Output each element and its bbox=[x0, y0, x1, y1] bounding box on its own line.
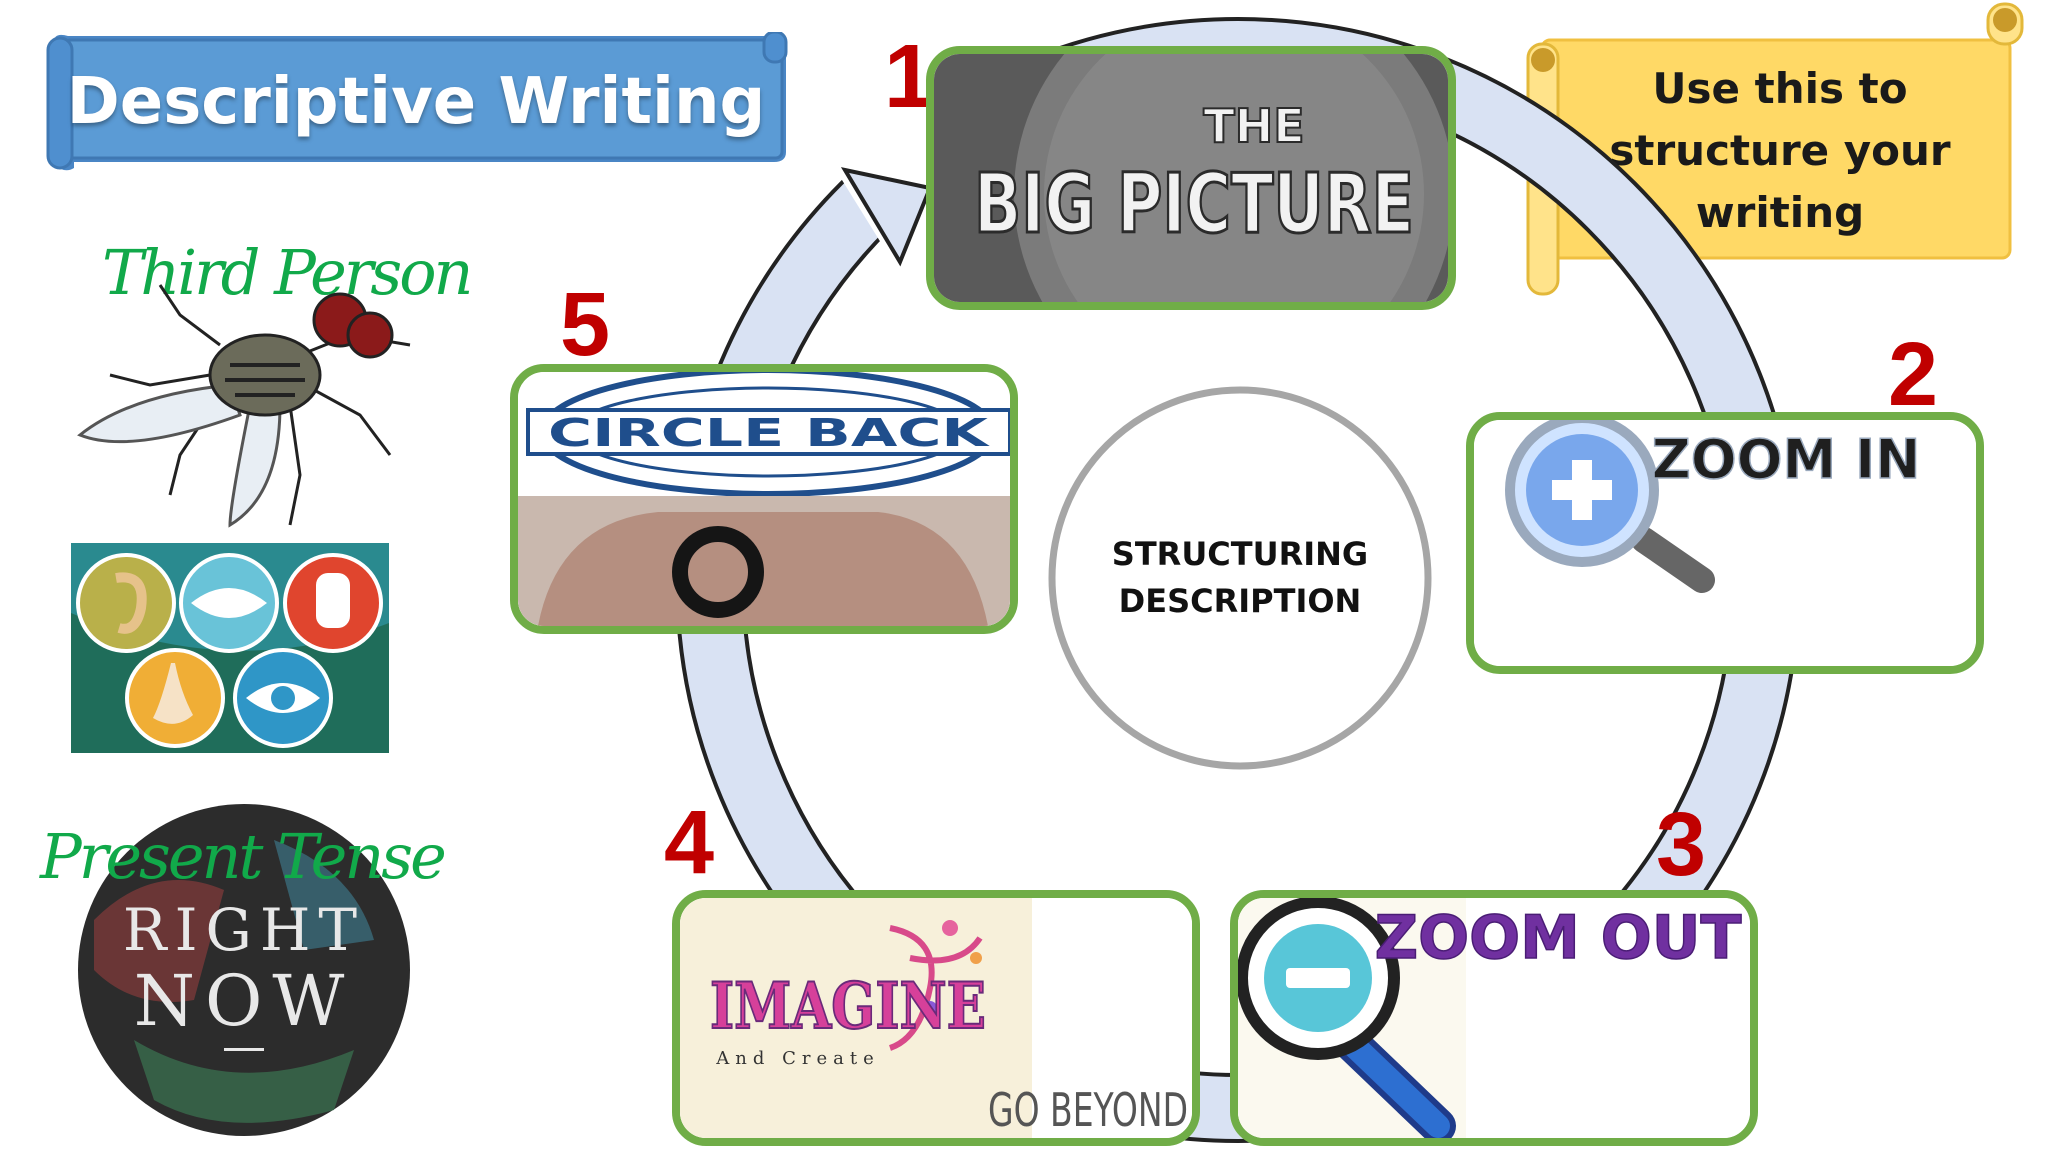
go-beyond-label: GO BEYOND bbox=[988, 1083, 1188, 1137]
present-tense-label: Present Tense bbox=[40, 820, 447, 893]
imagine-label: IMAGINE bbox=[710, 969, 986, 1044]
step-number-2: 2 bbox=[1888, 325, 1939, 425]
imagine-sub-label: And Create bbox=[715, 1048, 879, 1069]
step-number-4: 4 bbox=[664, 793, 715, 893]
note-text: Use this to structure your writing bbox=[1609, 64, 1951, 237]
step-number-1: 1 bbox=[884, 27, 935, 127]
step-card-zoom-out: ZOOM OUT bbox=[1230, 890, 1758, 1146]
circle-back-label: CIRCLE BACK bbox=[548, 411, 990, 455]
step-card-imagine: IMAGINE And Create GO BEYOND bbox=[672, 890, 1200, 1146]
right-now-line-2: NOW bbox=[134, 960, 355, 1042]
step-number-3: 3 bbox=[1656, 795, 1707, 895]
center-label: STRUCTURING DESCRIPTION bbox=[1111, 535, 1369, 620]
big-picture-word-2: BIG PICTURE bbox=[974, 157, 1414, 252]
zoom-out-label: ZOOM OUT bbox=[1375, 903, 1742, 973]
circle-back-image: CIRCLE BACK bbox=[518, 372, 1010, 626]
page-title: Descriptive Writing bbox=[66, 65, 766, 139]
step-card-zoom-in: ZOOM IN bbox=[1466, 412, 1984, 674]
step-card-big-picture: THE BIG PICTURE bbox=[926, 46, 1456, 310]
fly-icon bbox=[77, 284, 411, 528]
step-card-circle-back: CIRCLE BACK bbox=[510, 364, 1018, 634]
zoom-in-label: ZOOM IN bbox=[1652, 428, 1921, 491]
scroll-banner-icon bbox=[46, 32, 788, 171]
right-now-badge: RIGHT NOW bbox=[78, 804, 410, 1136]
step-number-5: 5 bbox=[560, 275, 611, 375]
zoom-in-image: ZOOM IN bbox=[1474, 420, 1976, 666]
zoom-out-image: ZOOM OUT bbox=[1238, 898, 1750, 1138]
big-picture-image: THE BIG PICTURE bbox=[934, 54, 1448, 302]
imagine-image: IMAGINE And Create GO BEYOND bbox=[680, 898, 1192, 1138]
big-picture-word-1: THE bbox=[1203, 99, 1304, 153]
third-person-label: Third Person bbox=[102, 236, 473, 309]
right-now-line-1: RIGHT bbox=[123, 896, 365, 964]
five-senses-icon bbox=[71, 543, 389, 753]
